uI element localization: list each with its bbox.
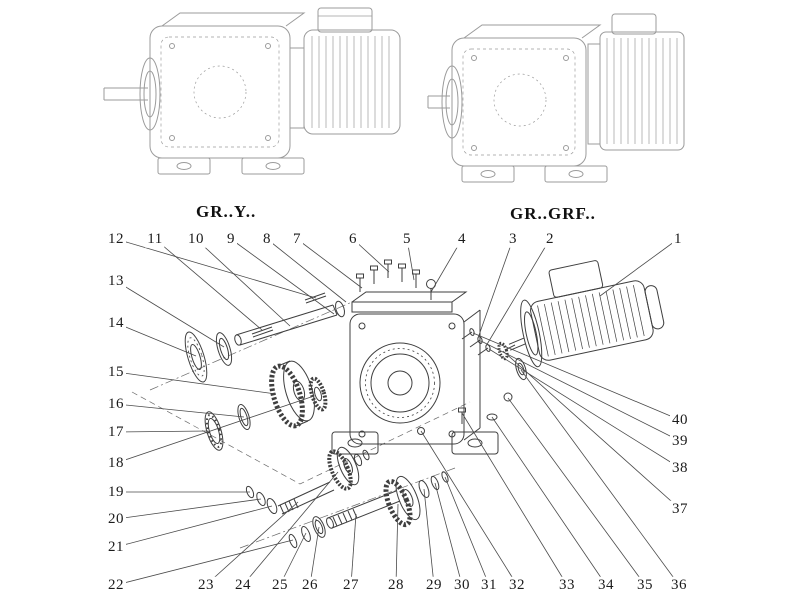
part-number-20: 20: [106, 510, 126, 528]
part-number-23: 23: [196, 576, 216, 594]
part-number-14: 14: [106, 314, 126, 332]
part-number-15: 15: [106, 363, 126, 381]
part-number-9: 9: [225, 230, 237, 248]
part-number-40: 40: [670, 411, 690, 429]
part-number-19: 19: [106, 483, 126, 501]
part-number-31: 31: [479, 576, 499, 594]
part-number-25: 25: [270, 576, 290, 594]
part-number-32: 32: [507, 576, 527, 594]
part-number-1: 1: [672, 230, 684, 248]
brake-fins: [606, 38, 678, 144]
part-number-28: 28: [386, 576, 406, 594]
part-number-5: 5: [401, 230, 413, 248]
part-number-4: 4: [456, 230, 468, 248]
gr-y-illustration: [103, 7, 401, 175]
part-number-38: 38: [670, 459, 690, 477]
part-number-13: 13: [106, 272, 126, 290]
part-number-10: 10: [186, 230, 206, 248]
part-number-2: 2: [544, 230, 556, 248]
part-number-34: 34: [596, 576, 616, 594]
motor-fins: [311, 36, 390, 128]
gear-teeth: [269, 363, 305, 429]
part-number-27: 27: [341, 576, 361, 594]
part-number-21: 21: [106, 538, 126, 556]
part-number-11: 11: [145, 230, 165, 248]
part-number-39: 39: [670, 432, 690, 450]
part-number-24: 24: [233, 576, 253, 594]
variant-label-gr-y: GR..Y..: [196, 202, 257, 221]
part-number-33: 33: [557, 576, 577, 594]
part-number-22: 22: [106, 576, 126, 594]
part-number-17: 17: [106, 423, 126, 441]
part-number-6: 6: [347, 230, 359, 248]
part-number-3: 3: [507, 230, 519, 248]
part-number-30: 30: [452, 576, 472, 594]
part-number-29: 29: [424, 576, 444, 594]
part-number-26: 26: [300, 576, 320, 594]
part-number-37: 37: [670, 500, 690, 518]
terminal-box: [611, 13, 657, 35]
part-number-16: 16: [106, 395, 126, 413]
part-number-35: 35: [635, 576, 655, 594]
part-number-12: 12: [106, 230, 126, 248]
variant-label-gr-grf: GR..GRF..: [510, 204, 596, 223]
part-number-7: 7: [291, 230, 303, 248]
part-number-36: 36: [669, 576, 689, 594]
gear-teeth: [383, 478, 413, 528]
gr-grf-illustration: [427, 13, 685, 183]
terminal-box: [317, 7, 373, 33]
part-number-8: 8: [261, 230, 273, 248]
part-number-18: 18: [106, 454, 126, 472]
